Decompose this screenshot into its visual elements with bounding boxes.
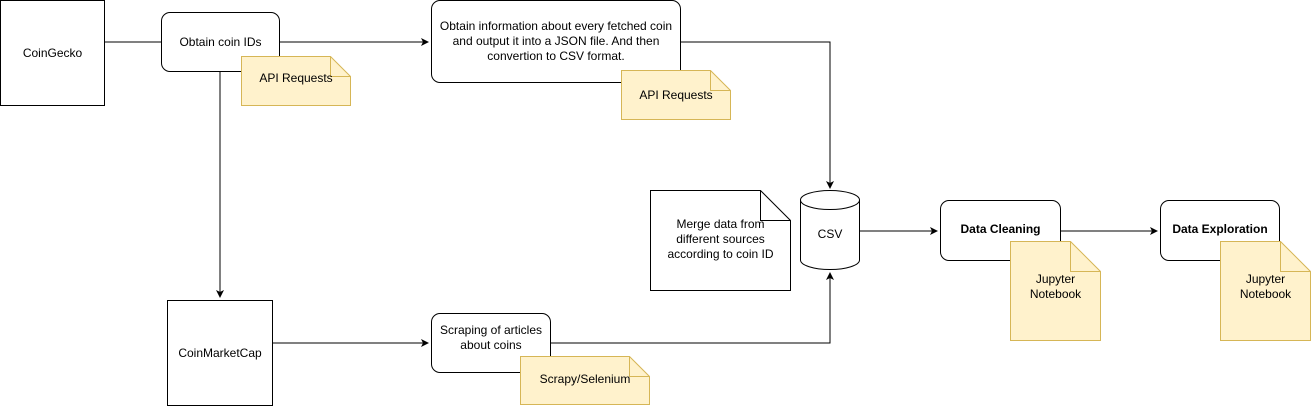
- note-jupyter-notebook-2[interactable]: Jupyter Notebook: [1220, 241, 1311, 341]
- note-scrapy-selenium[interactable]: Scrapy/Selenium: [520, 356, 650, 405]
- note-shape: [621, 70, 731, 120]
- note-scrapy-selenium-label: Scrapy/Selenium: [539, 372, 631, 386]
- note-jupyter-notebook-2-label: Jupyter Notebook: [1239, 272, 1292, 301]
- node-data-exploration-label: Data Exploration: [1172, 222, 1268, 236]
- node-coinmarketcap-label: CoinMarketCap: [178, 345, 262, 360]
- edge-obtain-info-to-csv: [681, 41, 834, 189]
- node-obtain-coin-ids[interactable]: Obtain coin IDs: [161, 12, 280, 72]
- note-api-requests-2-label: API Requests: [639, 87, 713, 102]
- note-jupyter-notebook-1-label: Jupyter Notebook: [1029, 272, 1082, 301]
- note-shape: [520, 356, 650, 405]
- node-coinmarketcap[interactable]: CoinMarketCap: [167, 300, 273, 406]
- note-shape: [650, 190, 791, 291]
- note-merge-data-label: Merge data from different sources accord…: [667, 217, 774, 261]
- node-scraping-articles-label: Scraping of articles about coins: [439, 323, 543, 352]
- edge-scraping-to-csv: [551, 272, 834, 344]
- node-coingecko-label: CoinGecko: [22, 45, 83, 60]
- note-api-requests-2[interactable]: API Requests: [621, 70, 731, 120]
- node-obtain-information[interactable]: Obtain information about every fetched c…: [431, 0, 681, 83]
- node-obtain-information-label: Obtain information about every fetched c…: [439, 19, 673, 63]
- note-merge-data[interactable]: Merge data from different sources accord…: [650, 190, 791, 291]
- node-obtain-coin-ids-label: Obtain coin IDs: [179, 34, 262, 49]
- note-shape: [1010, 241, 1101, 341]
- note-api-requests-1[interactable]: API Requests: [241, 56, 351, 106]
- note-jupyter-notebook-1[interactable]: Jupyter Notebook: [1010, 241, 1101, 341]
- note-api-requests-1-label: API Requests: [259, 70, 333, 85]
- node-csv-database[interactable]: CSV: [800, 190, 860, 270]
- cylinder-shape: [800, 190, 860, 270]
- node-csv-label: CSV: [817, 227, 843, 241]
- note-shape: [241, 56, 351, 106]
- node-coingecko[interactable]: CoinGecko: [0, 0, 105, 106]
- node-data-cleaning-label: Data Cleaning: [960, 222, 1041, 236]
